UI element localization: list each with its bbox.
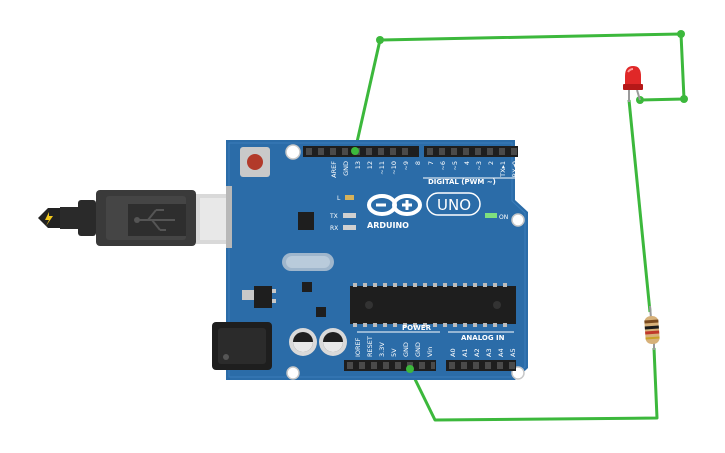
pin-label: 12 <box>366 161 374 169</box>
digital-label: DIGITAL (PWM ~) <box>428 178 496 186</box>
pin-label: ~5 <box>451 161 459 171</box>
pin-label: RESET <box>366 336 374 357</box>
analog-label: ANALOG IN <box>461 334 505 342</box>
led-tx: TX <box>329 213 356 220</box>
analog-pin-labels: A0 A1 A2 A3 A4 A5 <box>449 348 517 357</box>
analog-header[interactable] <box>446 360 516 371</box>
pin-label: ~9 <box>402 161 410 171</box>
model-text: UNO <box>437 196 471 214</box>
pin-label: A5 <box>509 348 517 357</box>
reset-button[interactable] <box>240 147 270 177</box>
pin-label: 3.3V <box>378 342 386 357</box>
pin-label: ~11 <box>378 161 386 175</box>
pin13-connection[interactable] <box>351 147 359 155</box>
pin-label: 4 <box>463 161 471 165</box>
pin-label: A4 <box>497 348 505 357</box>
pin-label: 13 <box>354 161 362 169</box>
pin-label: A2 <box>473 348 481 357</box>
usb-icon <box>137 209 175 231</box>
digital-header[interactable] <box>303 146 518 157</box>
pin-label: GND <box>342 161 350 176</box>
brand-text: ARDUINO <box>367 221 409 230</box>
pin-label: ~10 <box>390 161 398 175</box>
model-badge <box>426 192 481 216</box>
usb-chip <box>298 212 314 230</box>
pin-label: Vin <box>426 347 434 357</box>
mount-hole <box>511 213 525 227</box>
digital-pin-labels: AREF GND 13 12 ~11 ~10 ~9 8 7 ~6 ~5 4 ~3 2 TX▸1 RX◂0 <box>330 161 519 178</box>
pin-label: A3 <box>485 348 493 357</box>
svg-text:ON: ON <box>499 214 508 221</box>
red-led[interactable] <box>623 66 643 102</box>
voltage-regulator <box>242 286 276 308</box>
capacitor <box>289 328 317 356</box>
pin-label: ~6 <box>439 161 447 171</box>
on-led: ON <box>485 213 508 221</box>
mount-hole <box>286 366 300 380</box>
pin-label: RX◂0 <box>511 161 519 177</box>
led-l: L <box>337 195 354 202</box>
pin-label: TX▸1 <box>499 161 507 178</box>
pin-label: IOREF <box>354 337 362 357</box>
svg-text:RX: RX <box>330 225 338 232</box>
crystal-oscillator <box>282 253 334 271</box>
pin-label: GND <box>414 342 422 357</box>
pin-label: A1 <box>461 348 469 357</box>
pin-label: 7 <box>427 161 435 165</box>
power-header[interactable] <box>344 360 436 371</box>
pin-label: AREF <box>330 161 338 178</box>
svg-text:L: L <box>337 195 341 202</box>
pin-label: A0 <box>449 348 457 357</box>
svg-text:TX: TX <box>329 213 338 220</box>
pin-label: GND <box>402 342 410 357</box>
wire-resistor-to-gnd[interactable] <box>408 347 659 422</box>
pin-label: ~3 <box>475 161 483 171</box>
power-jack <box>212 322 272 370</box>
wire-led-to-resistor[interactable] <box>627 99 652 313</box>
arduino-uno-board[interactable]: AREF GND 13 12 ~11 ~10 ~9 8 7 ~6 ~5 4 ~3 2 TX▸1 RX◂0 DI… <box>212 140 528 380</box>
pin-label: 2 <box>487 161 495 165</box>
led-rx: RX <box>330 225 356 232</box>
pin-label: 5V <box>390 348 398 357</box>
gnd-connection[interactable] <box>406 365 414 373</box>
mount-hole <box>285 144 301 160</box>
power-label: POWER <box>402 324 432 332</box>
small-chip <box>316 307 326 317</box>
arduino-logo <box>367 194 422 216</box>
small-chip <box>302 282 312 292</box>
power-pin-labels: IOREF RESET 3.3V 5V GND GND Vin <box>354 336 434 357</box>
resistor[interactable] <box>644 305 660 350</box>
capacitor <box>319 328 347 356</box>
atmega-chip <box>350 283 516 327</box>
pin-label: 8 <box>414 161 422 165</box>
power-icon <box>45 212 53 226</box>
